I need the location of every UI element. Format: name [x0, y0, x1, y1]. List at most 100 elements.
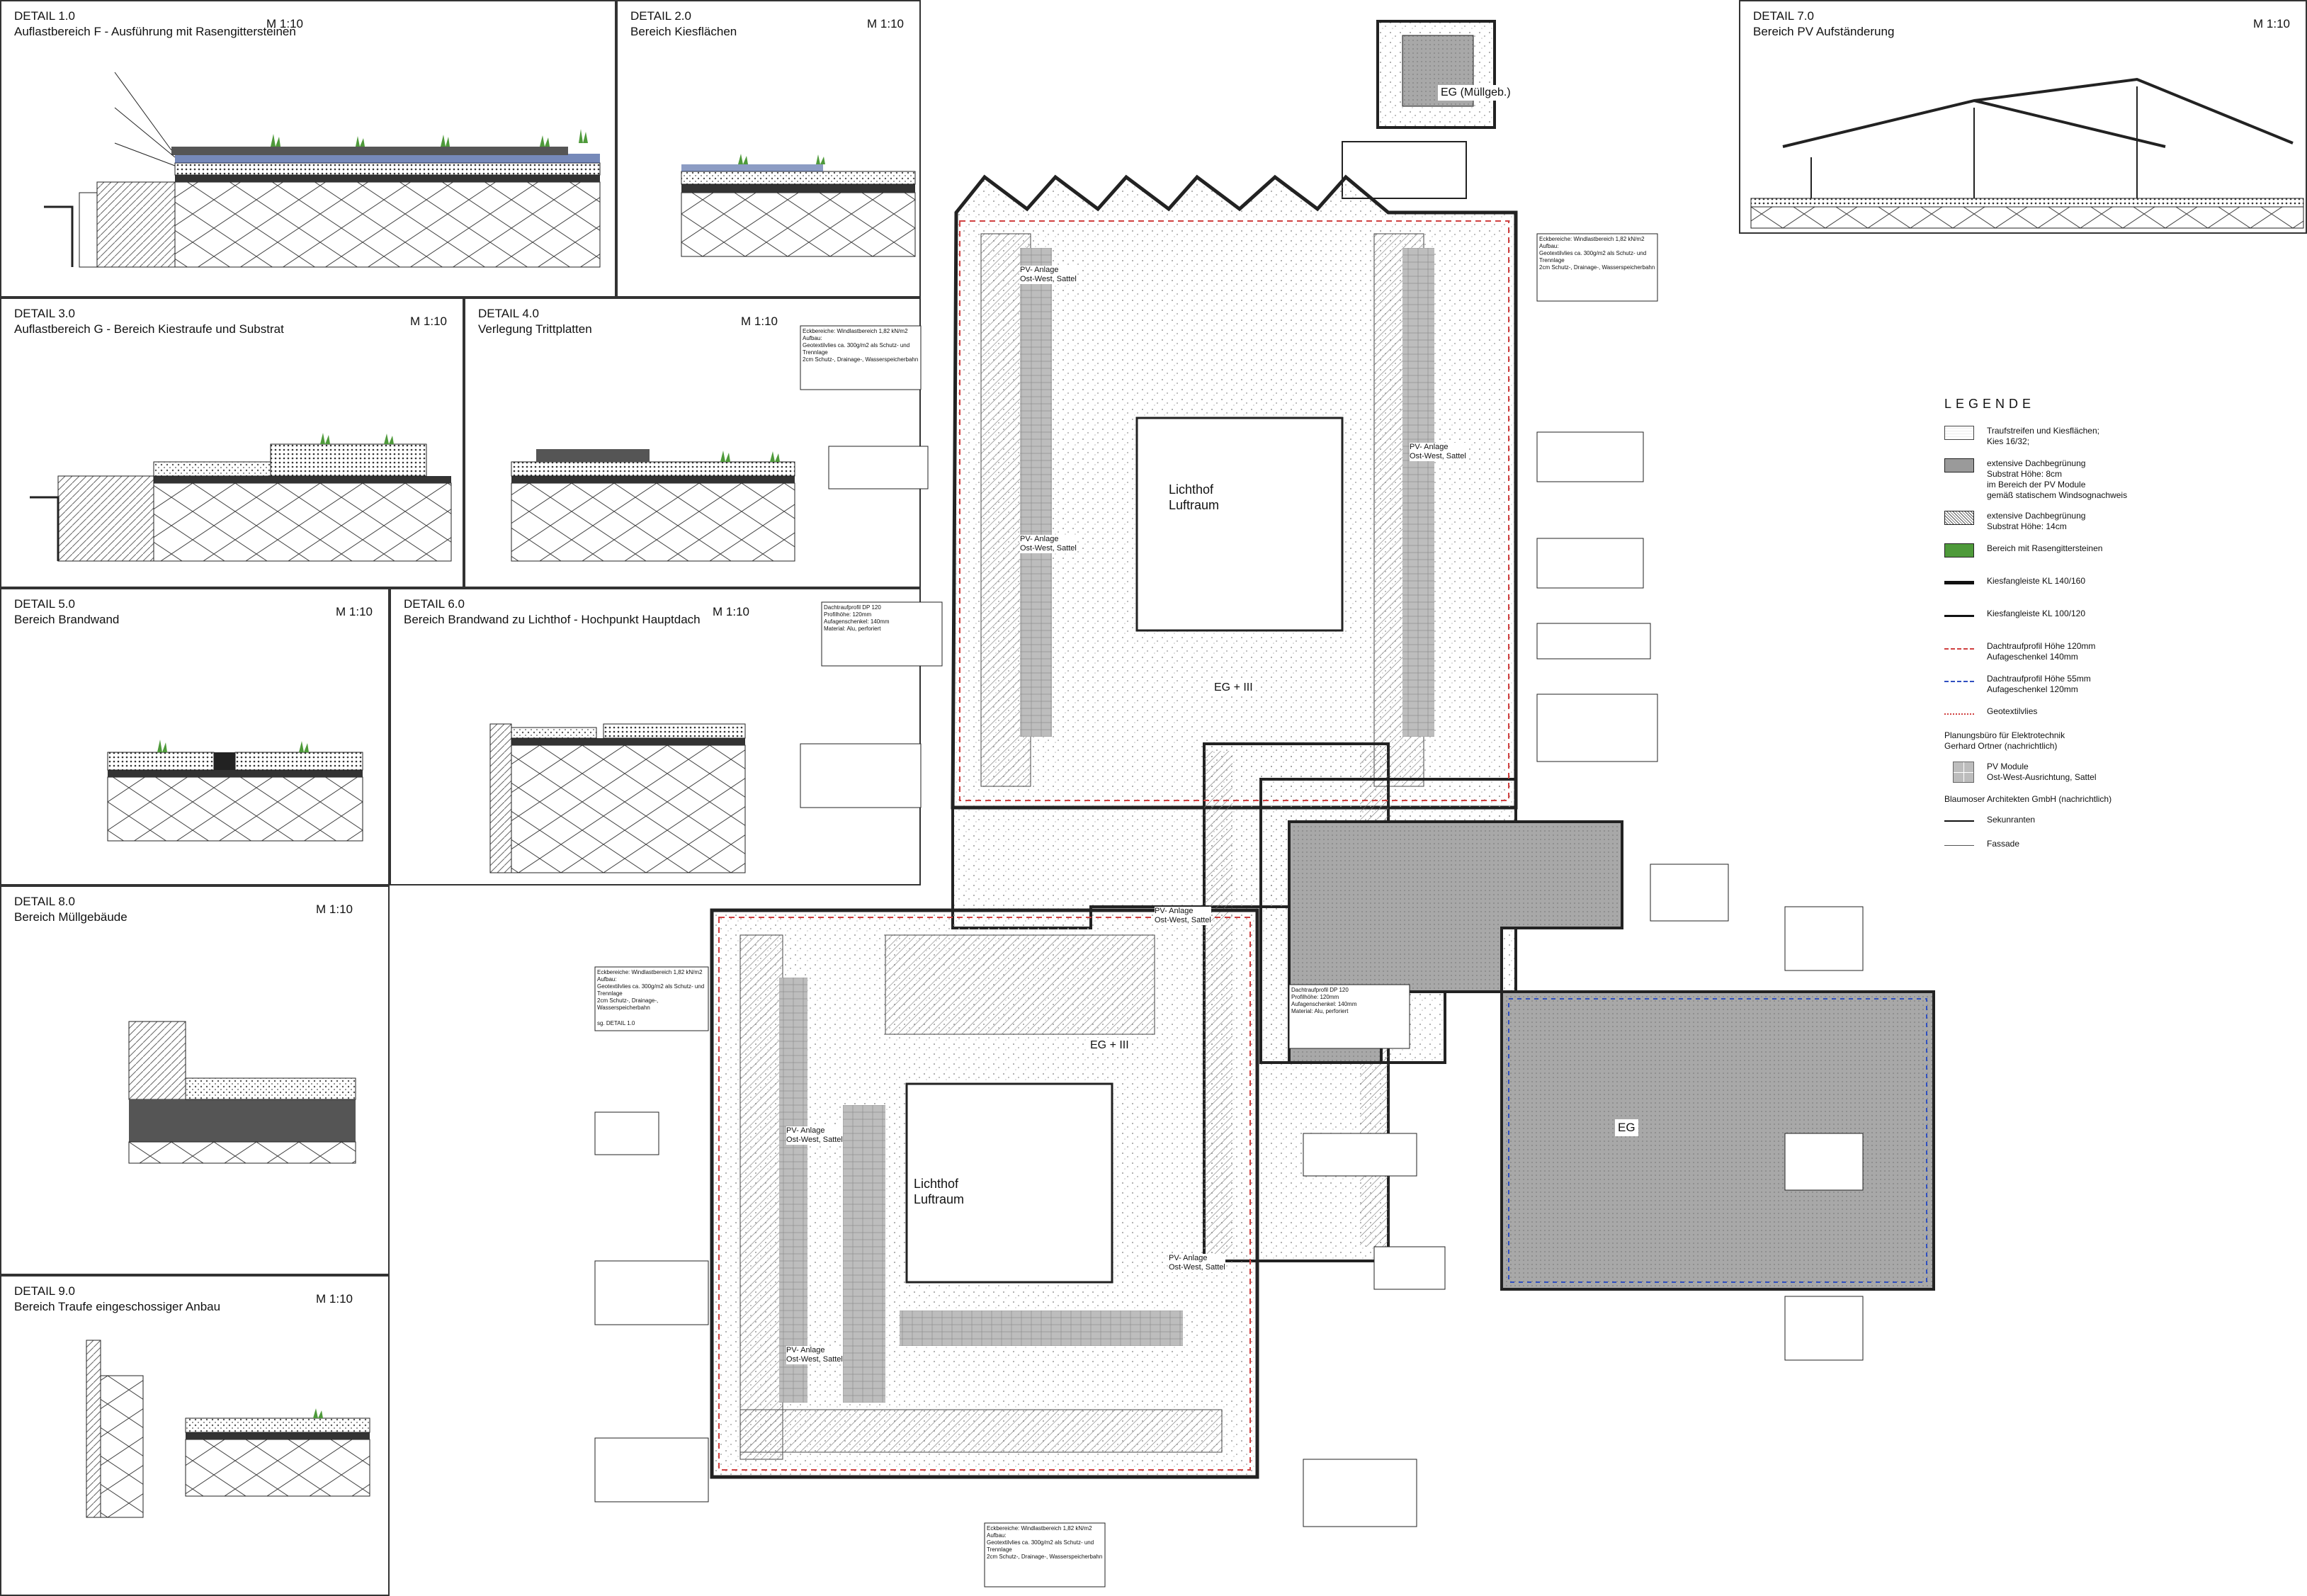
legend-item-fassade: Fassade	[1944, 839, 2299, 853]
fassade-line-icon	[1944, 839, 1974, 846]
detail-6-drawing	[489, 723, 746, 873]
detail-name: Bereich Traufe eingeschossiger Anbau	[14, 1300, 221, 1313]
detail-scale: M 1:10	[316, 902, 353, 916]
legend-item-label: Sekunranten	[1987, 815, 2036, 825]
callout-traufe: Dachtraufprofil DP 120 Profilhöhe: 120mm…	[1291, 987, 1357, 1014]
detail-scale: M 1:10	[867, 17, 904, 30]
pv-label: PV- Anlage Ost-West, Sattel	[1020, 266, 1077, 284]
detail-name: Bereich Müllgebäude	[14, 910, 127, 924]
legend-item-label: Dachtraufprofil Höhe 120mm Aufageschenke…	[1987, 641, 2096, 662]
detail-number: DETAIL 5.0	[14, 597, 75, 611]
detail-panel-5: DETAIL 5.0 Bereich Brandwand M 1:10	[0, 588, 390, 885]
legend-item-traufe55: Dachtraufprofil Höhe 55mm Aufageschenkel…	[1944, 674, 2299, 696]
legend-item-label: Kiesfangleiste KL 100/120	[1987, 609, 2085, 618]
detail-name: Auflastbereich G - Bereich Kiestraufe un…	[14, 322, 284, 336]
roof-eg-right	[1500, 990, 1935, 1291]
label-lichthof-top: Lichthof Luftraum	[1169, 482, 1220, 512]
rasengitter-swatch-icon	[1944, 543, 1974, 558]
geotextil-line-icon	[1944, 706, 1974, 715]
detail-name: Verlegung Trittplatten	[478, 322, 592, 336]
detail-number: DETAIL 8.0	[14, 895, 75, 908]
detail-title: DETAIL 7.0 Bereich PV Aufständerung	[1753, 9, 1894, 40]
roof-bottom-left	[710, 908, 1259, 1479]
detail-panel-2: DETAIL 2.0 Bereich Kiesflächen M 1:10	[616, 0, 921, 298]
legend-item-traufe120: Dachtraufprofil Höhe 120mm Aufageschenke…	[1944, 641, 2299, 664]
detail-name: Bereich Brandwand zu Lichthof - Hochpunk…	[404, 613, 701, 626]
detail-5-drawing	[107, 740, 363, 842]
pv-label: PV- Anlage Ost-West, Sattel	[1155, 907, 1211, 925]
legend: LEGENDE Traufstreifen und Kiesflächen; K…	[1944, 397, 2299, 863]
legend-title: LEGENDE	[1944, 397, 2036, 411]
sekundaer-line-icon	[1944, 815, 1974, 822]
detail-panel-1: DETAIL 1.0 Auflastbereich F - Ausführung…	[0, 0, 616, 298]
detail-name: Bereich Kiesflächen	[630, 25, 737, 38]
legend-item-pv: PV Module Ost-West-Ausrichtung, Sattel	[1944, 762, 2299, 784]
legend-section-elektro: Planungsbüro für Elektrotechnik Gerhard …	[1944, 730, 2065, 751]
detail-name: Bereich PV Aufständerung	[1753, 25, 1895, 38]
pv-label: PV- Anlage Ost-West, Sattel	[786, 1346, 843, 1364]
legend-item-label: extensive Dachbegrünung Substrat Höhe: 8…	[1987, 458, 2128, 500]
lichthof-top	[1135, 417, 1344, 632]
label-eg-muell: EG (Müllgeb.)	[1438, 85, 1514, 101]
detail-2-drawing	[681, 154, 916, 257]
callout-wind: Eckbereiche: Windlastbereich 1,82 kN/m2 …	[803, 328, 919, 363]
detail-4-drawing	[511, 449, 795, 562]
detail-7-drawing	[1750, 77, 2304, 229]
callout-wind: Eckbereiche: Windlastbereich 1,82 kN/m2 …	[987, 1525, 1103, 1560]
legend-item-substrat14: extensive Dachbegrünung Substrat Höhe: 1…	[1944, 511, 2299, 533]
legend-item-label: Bereich mit Rasengittersteinen	[1987, 543, 2103, 553]
legend-item-kl100: Kiesfangleiste KL 100/120	[1944, 609, 2299, 631]
detail-title: DETAIL 4.0 Verlegung Trittplatten	[478, 306, 592, 337]
legend-item-label: Kiesfangleiste KL 140/160	[1987, 576, 2085, 586]
callout-wind: Eckbereiche: Windlastbereich 1,82 kN/m2 …	[597, 969, 705, 1011]
legend-item-rasengitter: Bereich mit Rasengittersteinen	[1944, 543, 2299, 566]
detail-scale: M 1:10	[410, 315, 447, 328]
pv-label: PV- Anlage Ost-West, Sattel	[1020, 535, 1077, 553]
detail-scale: M 1:10	[713, 605, 749, 618]
detail-title: DETAIL 1.0 Auflastbereich F - Ausführung…	[14, 9, 296, 40]
legend-item-label: PV Module Ost-West-Ausrichtung, Sattel	[1987, 762, 2097, 782]
detail-name: Auflastbereich F - Ausführung mit Raseng…	[14, 25, 296, 38]
detail-scale: M 1:10	[336, 605, 373, 618]
legend-item-substrat8: extensive Dachbegrünung Substrat Höhe: 8…	[1944, 458, 2299, 501]
detail-number: DETAIL 3.0	[14, 307, 75, 320]
detail-number: DETAIL 4.0	[478, 307, 539, 320]
legend-section-architekten: Blaumoser Architekten GmbH (nachrichtlic…	[1944, 794, 2112, 804]
detail-title: DETAIL 9.0 Bereich Traufe eingeschossige…	[14, 1284, 220, 1315]
detail-number: DETAIL 1.0	[14, 9, 75, 23]
callout-traufe: Dachtraufprofil DP 120 Profilhöhe: 120mm…	[824, 604, 890, 632]
detail-panel-3: DETAIL 3.0 Auflastbereich G - Bereich Ki…	[0, 298, 464, 588]
label-eg3-top: EG + III	[1211, 680, 1256, 696]
pv-label: PV- Anlage Ost-West, Sattel	[1410, 443, 1466, 461]
detail-3-drawing	[30, 433, 452, 562]
detail-title: DETAIL 3.0 Auflastbereich G - Bereich Ki…	[14, 306, 284, 337]
muellgebaeude-roof	[1376, 20, 1496, 129]
legend-item-label: Fassade	[1987, 839, 2020, 849]
substrat8-swatch-icon	[1944, 458, 1974, 472]
substrat14-swatch-icon	[1944, 511, 1974, 525]
detail-panel-8: DETAIL 8.0 Bereich Müllgebäude M 1:10	[0, 885, 390, 1275]
label-eg-right: EG	[1615, 1119, 1638, 1136]
legend-item-kl140: Kiesfangleiste KL 140/160	[1944, 576, 2299, 599]
detail-scale: M 1:10	[266, 17, 303, 30]
detail-scale: M 1:10	[741, 315, 778, 328]
legend-item-gravel: Traufstreifen und Kiesflächen; Kies 16/3…	[1944, 426, 2299, 448]
legend-item-label: Geotextilvlies	[1987, 706, 2038, 716]
detail-number: DETAIL 7.0	[1753, 9, 1814, 23]
legend-item-label: Traufstreifen und Kiesflächen; Kies 16/3…	[1987, 426, 2099, 446]
detail-panel-9: DETAIL 9.0 Bereich Traufe eingeschossige…	[0, 1275, 390, 1596]
detail-number: DETAIL 2.0	[630, 9, 691, 23]
detail-8-drawing	[128, 1021, 356, 1164]
detail-9-drawing	[86, 1340, 370, 1518]
detail-panel-6: DETAIL 6.0 Bereich Brandwand zu Lichthof…	[390, 588, 921, 885]
legend-item-label: Dachtraufprofil Höhe 55mm Aufageschenkel…	[1987, 674, 2091, 694]
legend-item-label: extensive Dachbegrünung Substrat Höhe: 1…	[1987, 511, 2086, 531]
detail-scale: M 1:10	[316, 1292, 353, 1306]
traufe120-line-icon	[1944, 641, 1974, 650]
detail-panel-7: DETAIL 7.0 Bereich PV Aufständerung M 1:…	[1739, 0, 2307, 234]
pv-module-swatch-icon	[1953, 762, 1974, 783]
detail-title: DETAIL 2.0 Bereich Kiesflächen	[630, 9, 737, 40]
legend-item-sekundaer: Sekunranten	[1944, 815, 2299, 829]
pv-label: PV- Anlage Ost-West, Sattel	[786, 1126, 843, 1145]
detail-title: DETAIL 5.0 Bereich Brandwand	[14, 596, 119, 628]
